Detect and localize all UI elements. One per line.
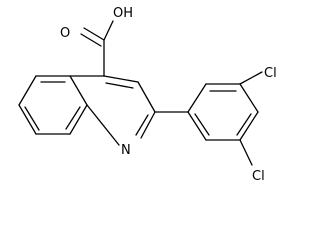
bond [239,83,259,113]
bond [80,33,102,47]
bond [239,111,259,141]
bond [18,104,37,135]
bond [239,139,253,166]
bond [194,113,210,136]
bond [135,114,149,136]
bond [187,111,207,141]
bond [187,83,207,113]
bond [137,81,156,113]
atom-label-n: N [121,143,131,158]
bond [65,106,81,130]
bond [18,75,37,106]
benzo-ring [18,75,88,135]
chemical-structure: O OH N Cl Cl [18,6,277,184]
bond [105,82,134,89]
bond [103,20,114,41]
atom-label-o: O [60,26,70,41]
bond [83,27,105,41]
atom-label-oh: OH [113,6,133,21]
atom-label-cl-lower: Cl [252,169,265,184]
pyridine-ring [69,75,156,146]
bond [69,104,88,135]
bond [103,75,139,83]
carboxylic-acid-group [80,20,114,77]
bond [24,106,40,131]
atom-label-cl-upper: Cl [264,66,277,81]
dichlorophenyl-ring [187,83,259,141]
bond [86,104,120,146]
bond [140,111,156,139]
bond [69,75,88,106]
bond [239,71,263,85]
bond [236,113,252,136]
